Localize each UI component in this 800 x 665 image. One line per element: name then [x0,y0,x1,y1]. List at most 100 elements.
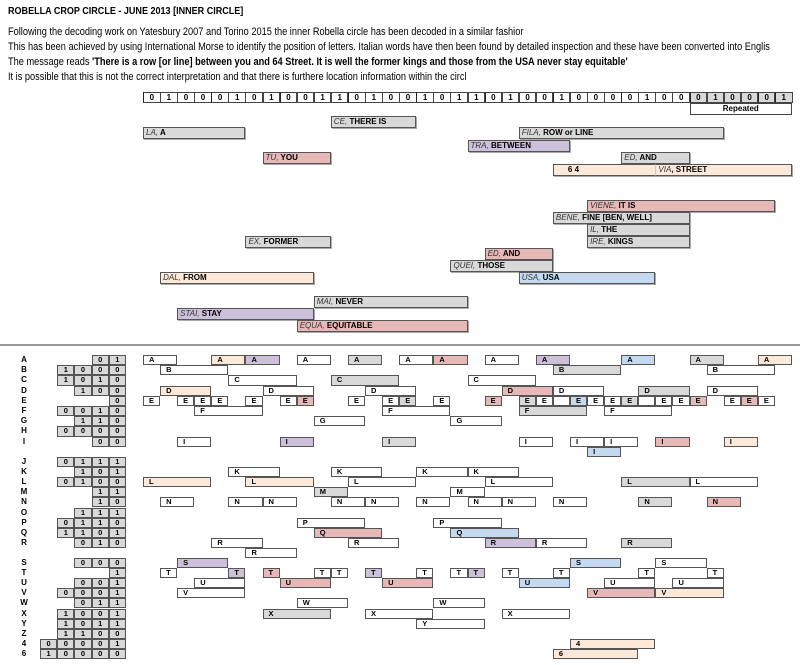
letter-match-box: D [552,385,605,396]
letter-label: P [21,517,27,527]
code-cell: 0 [91,355,109,366]
binary-cell: 0 [570,92,588,103]
code-cell: 1 [108,487,126,498]
code-cell: 0 [57,426,75,437]
letter-match-box: A [143,355,178,366]
letter-match-box: F [604,406,673,417]
letter-match-box: V [655,588,724,599]
letter-match-box: M [313,487,348,498]
english-word: THERE IS [347,117,387,126]
italian-word: CE, [333,117,348,126]
code-cell: 1 [57,628,75,640]
code-cell: 0 [74,639,92,650]
english-word: 6 4 [567,165,580,174]
code-cell: 1 [108,527,126,539]
english-word: STAY [199,309,222,318]
letter-match-box: G [313,416,366,427]
code-cell: 1 [91,507,109,518]
word-bar: ED, AND [621,152,690,164]
word-bar: EQUA, EQUITABLE [296,320,468,332]
letter-label: T [21,567,27,577]
letter-match-box: D [262,385,314,396]
page-title: ROBELLA CROP CIRCLE - JUNE 2013 [INNER C… [8,5,244,17]
letter-match-box: R [347,538,400,549]
code-cell: 0 [108,538,126,549]
english-word: EQUITABLE [324,321,373,330]
word-bar: IL, THE [587,224,690,236]
letter-match-box: E [689,395,707,406]
letter-match-box: N [416,497,451,508]
binary-cell: 0 [740,92,759,103]
code-cell: 1 [91,497,109,508]
word-bar: EX, FORMER [245,236,331,248]
letter-match-box: A [433,355,468,366]
letter-match-box: C [228,375,297,386]
letter-match-box: I [587,446,622,457]
binary-cell: 1 [160,92,178,103]
letter-match-box: K [416,466,468,477]
letter-label: I [22,436,26,446]
code-cell: 0 [108,406,126,417]
letter-match-box: F [194,406,263,417]
code-cell: 0 [108,497,126,508]
english-word: THE [598,225,618,234]
letter-match-box: R [245,548,297,559]
binary-cell: 0 [296,92,315,103]
letter-match-box: P [433,517,502,528]
code-cell: 1 [74,527,92,539]
word-bar: STAI, STAY [177,308,314,320]
letter-match-box: I [570,436,605,447]
code-cell: 1 [108,577,126,589]
code-cell: 1 [108,507,126,518]
letter-match-box: W [296,598,348,609]
letter-match-box: S [570,557,622,568]
word-bar: FILA, ROW or LINE [518,127,724,139]
code-cell: 1 [108,567,126,578]
letter-label: K [21,466,27,476]
letter-match-box: U [279,577,331,589]
letter-match-box: E [655,395,673,406]
letter-match-box: E [535,395,553,406]
letter-label: O [20,507,28,517]
code-cell: 0 [91,466,109,477]
code-cell: 1 [74,456,92,467]
letter-match-box: U [194,577,246,589]
letter-match-box: D [706,385,758,396]
letter-label: D [21,385,27,395]
letter-match-box: K [228,466,280,477]
letter-match-box: E [740,395,758,406]
letter-match-box: K [467,466,519,477]
letter-label: Z [21,628,27,638]
code-cell: 1 [108,639,126,650]
code-cell: 1 [91,487,109,498]
code-cell: 0 [108,375,126,386]
letter-label: 4 [21,639,27,649]
letter-match-box: N [365,497,400,508]
letter-match-box: N [501,497,536,508]
letter-match-box: L [245,476,314,488]
italian-word: MAI, [316,297,334,306]
code-cell: 0 [74,375,92,386]
letter-match-box: 4 [570,639,656,650]
letter-label: U [21,577,27,587]
letter-match-box: E [382,395,400,406]
letter-match-box: 6 [552,649,639,660]
binary-cell: 0 [382,92,400,103]
code-cell: 0 [57,649,75,660]
code-cell: 1 [91,416,109,427]
letter-match-box: Q [450,527,519,539]
letter-match-box: I [723,436,758,447]
letter-label: S [21,557,27,567]
letter-match-box: D [160,385,212,396]
binary-cell: 0 [621,92,639,103]
code-cell: 1 [91,618,109,629]
code-cell: 1 [108,618,126,629]
letter-match-box: R [535,538,588,549]
letter-match-box: V [587,588,656,599]
binary-cell: 1 [262,92,281,103]
letter-match-box: E [143,395,161,406]
letter-match-box: C [330,375,400,386]
code-cell: 0 [91,557,109,568]
italian-word: ED, [487,249,501,258]
code-cell: 1 [91,517,109,528]
